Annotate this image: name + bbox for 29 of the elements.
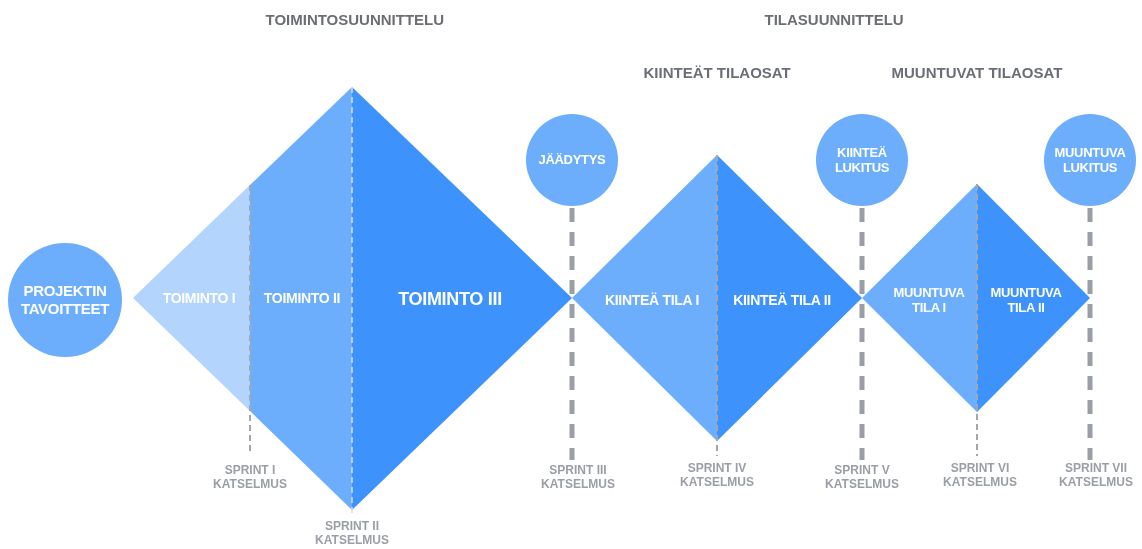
- sprint-review-label: SPRINT V KATSELMUS: [824, 463, 900, 492]
- phase-label: PROJEKTIN TAVOITTEET: [19, 282, 111, 318]
- phase-label: MUUNTUVA TILA II: [989, 284, 1063, 316]
- sprint-review-label: SPRINT III KATSELMUS: [540, 463, 616, 492]
- sprint-review-label: SPRINT VI KATSELMUS: [942, 461, 1018, 490]
- section-heading: TILASUUNNITTELU: [764, 11, 904, 28]
- phase-label: KIINTEÄ TILA II: [732, 291, 832, 309]
- phase-segment: [862, 184, 977, 412]
- phase-label: TOIMINTO I: [161, 289, 237, 307]
- milestone-circle: [526, 114, 618, 206]
- section-heading: MUUNTUVAT TILAOSAT: [891, 64, 1063, 81]
- sprint-review-label: SPRINT IV KATSELMUS: [679, 461, 755, 490]
- phase-label: JÄÄDYTYS: [537, 152, 607, 168]
- milestone-circle: [816, 114, 908, 206]
- phase-label: KIINTEÄ LUKITUS: [833, 144, 891, 176]
- phase-label: TOIMINTO II: [262, 289, 342, 307]
- phase-label: TOIMINTO III: [397, 289, 503, 311]
- phase-segment: [133, 185, 250, 411]
- milestone-circle: [1044, 114, 1136, 206]
- phase-label: KIINTEÄ TILA I: [603, 291, 701, 309]
- sprint-review-label: SPRINT II KATSELMUS: [314, 519, 390, 548]
- phase-label: MUUNTUVA LUKITUS: [1053, 144, 1127, 176]
- sprint-review-label: SPRINT I KATSELMUS: [212, 463, 288, 492]
- phase-label: MUUNTUVA TILA I: [892, 284, 966, 316]
- milestone-circle: [8, 243, 122, 357]
- section-heading: KIINTEÄT TILAOSAT: [643, 64, 791, 81]
- section-heading: TOIMINTOSUUNNITTELU: [265, 11, 445, 28]
- phase-segment: [977, 184, 1090, 412]
- sprint-review-label: SPRINT VII KATSELMUS: [1058, 461, 1134, 490]
